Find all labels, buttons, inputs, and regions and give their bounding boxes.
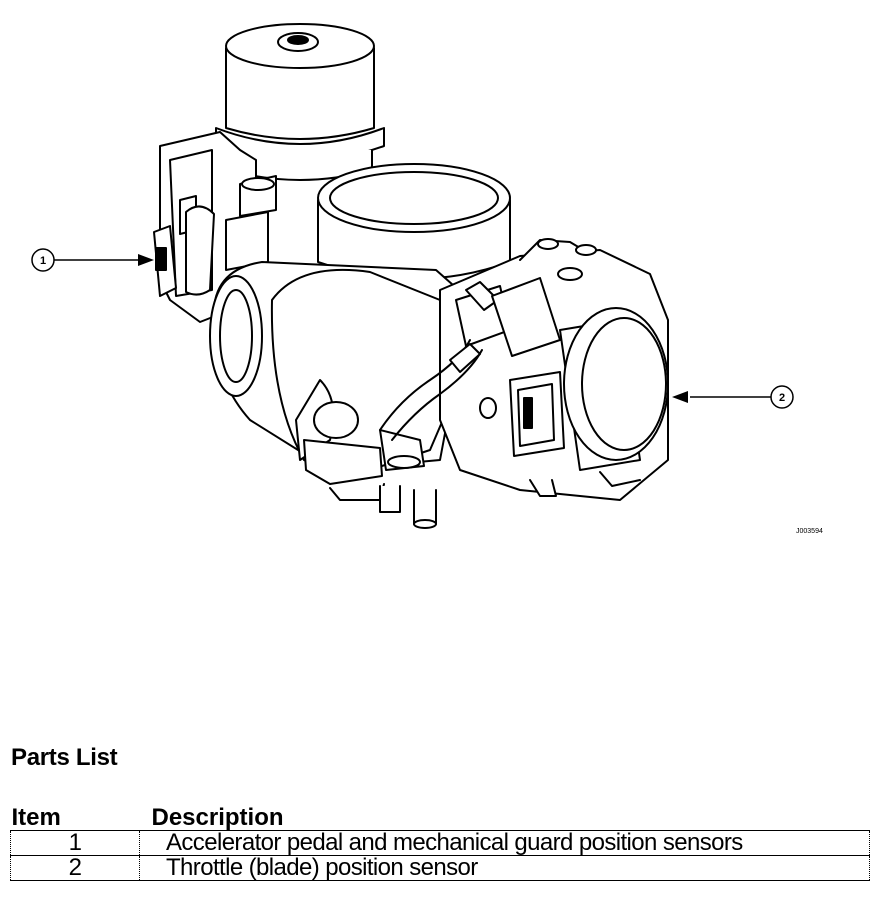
throttle-body-diagram: 1 2 J003594 xyxy=(31,23,823,535)
table-row: 1 Accelerator pedal and mechanical guard… xyxy=(10,830,870,856)
callout-2: 2 xyxy=(672,385,794,409)
row-2-item: 2 xyxy=(10,855,140,881)
callout-1: 1 xyxy=(31,248,154,272)
rear-bore-inlet xyxy=(317,163,511,280)
figure-reference: J003594 xyxy=(796,528,823,535)
hose-line xyxy=(379,339,483,441)
row-2-description: Throttle (blade) position sensor xyxy=(139,855,870,881)
right-throttle-section xyxy=(439,238,669,501)
callout-1-label: 1 xyxy=(40,255,46,267)
row-1-description: Accelerator pedal and mechanical guard p… xyxy=(139,830,870,856)
left-sensor-bracket xyxy=(153,131,277,323)
header-item: Item xyxy=(11,804,61,831)
parts-list-title: Parts List xyxy=(11,744,118,771)
callout-2-label: 2 xyxy=(779,392,785,404)
header-description: Description xyxy=(151,804,284,831)
upper-cylinder-housing xyxy=(215,23,385,181)
central-housing xyxy=(270,268,461,529)
table-header-row: Item Description xyxy=(11,802,870,831)
row-1-item: 1 xyxy=(10,830,140,856)
parts-list-table: Item Description 1 Accelerator pedal and… xyxy=(10,802,870,881)
table-row: 2 Throttle (blade) position sensor xyxy=(10,855,870,881)
